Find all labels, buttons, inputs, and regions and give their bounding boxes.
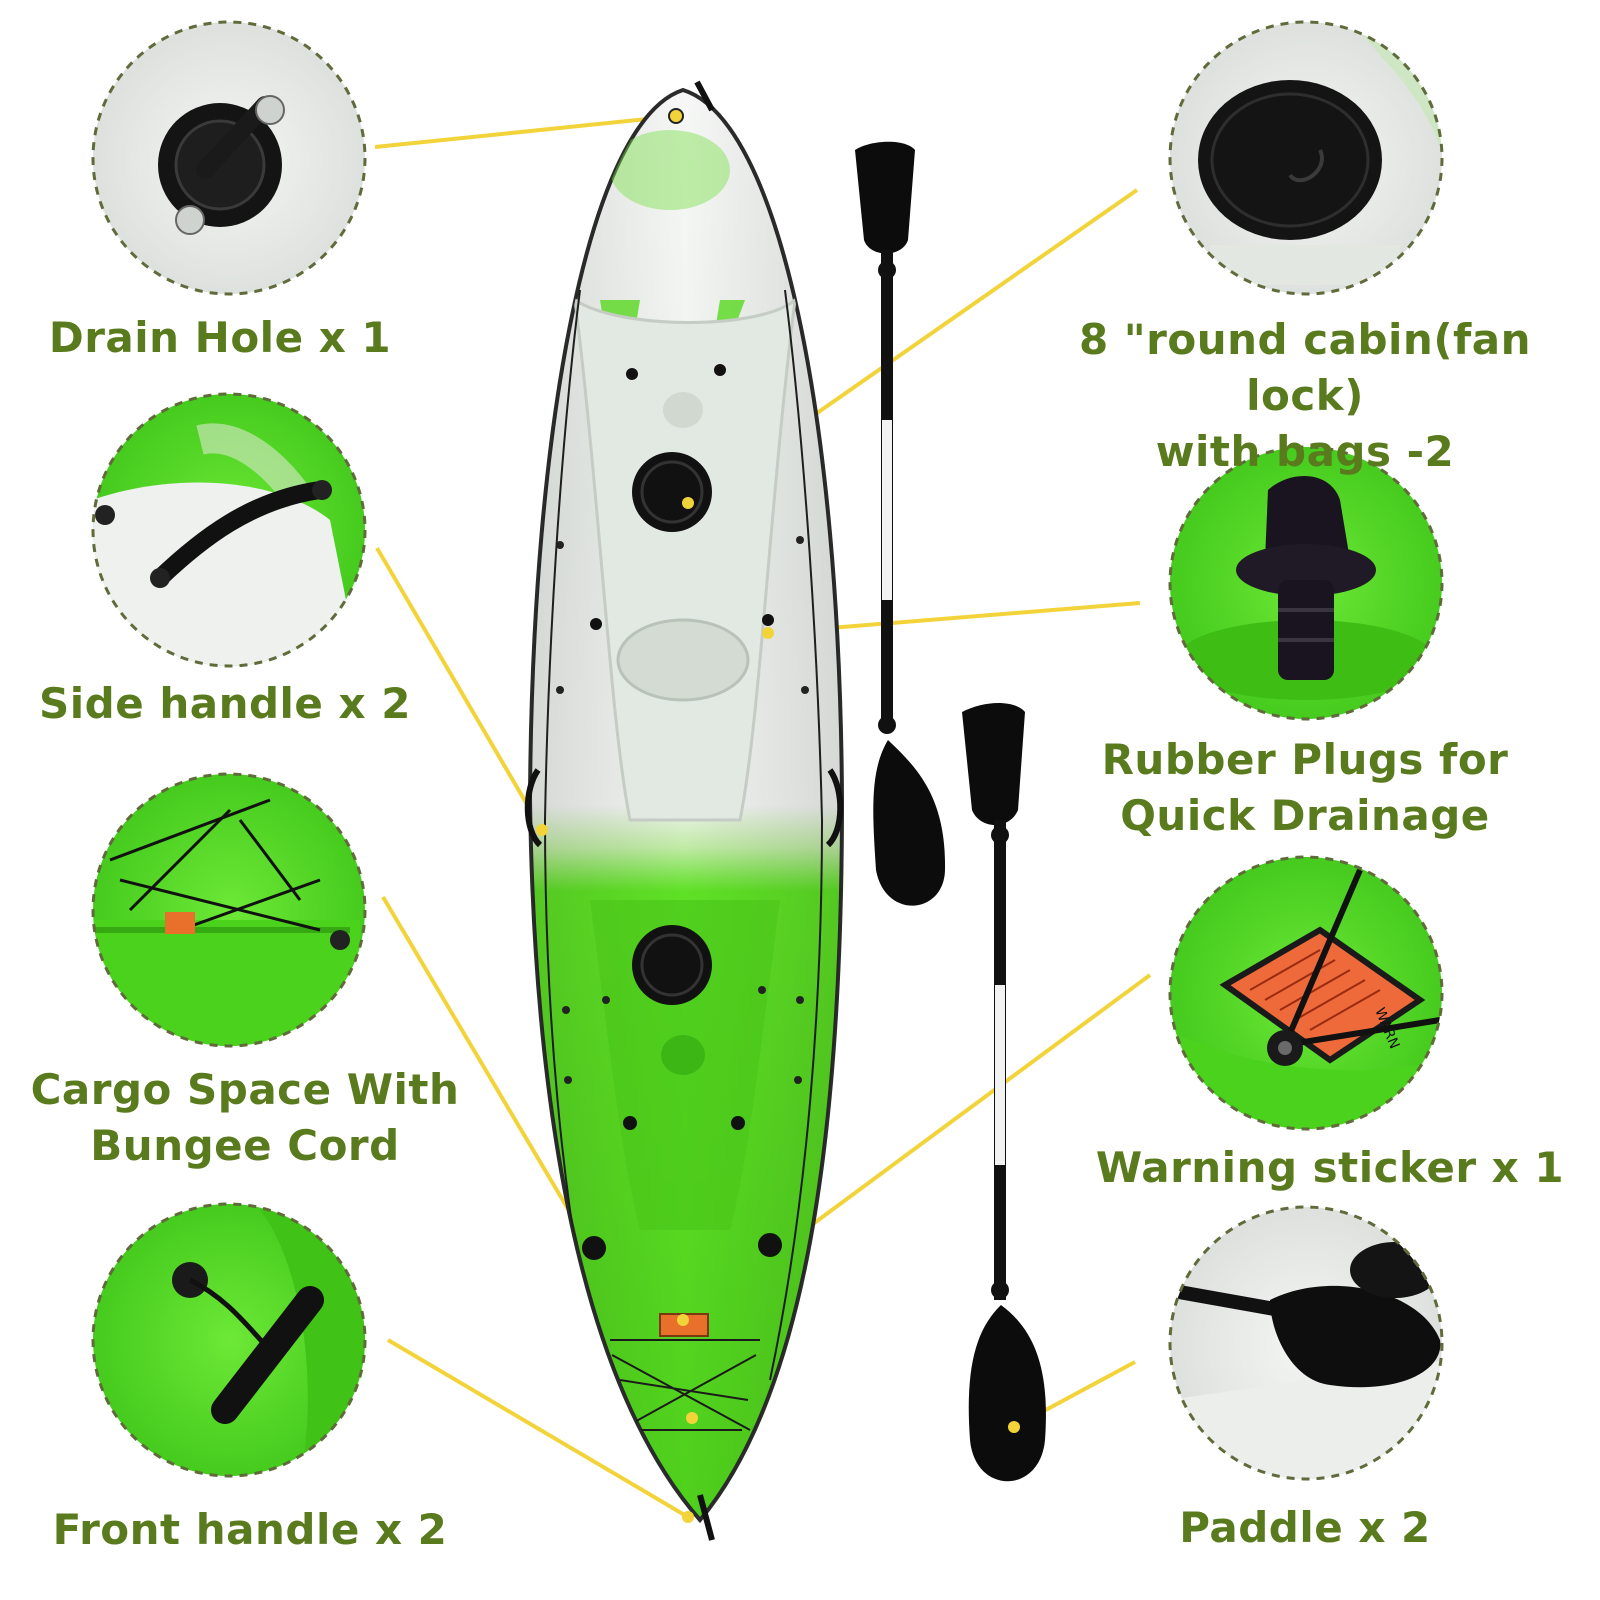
label-side-handle: Side handle x 2 xyxy=(25,676,425,732)
kayak xyxy=(524,80,845,1541)
front-handle-icon xyxy=(211,1286,324,1424)
callout-round-cabin-photo xyxy=(1168,20,1444,296)
label-cargo-space-line-1: Cargo Space With xyxy=(30,1065,460,1114)
paddle-one xyxy=(855,141,946,906)
label-paddle: Paddle x 2 xyxy=(1150,1500,1460,1556)
label-front-handle: Front handle x 2 xyxy=(30,1502,470,1558)
leader-front-handle xyxy=(386,1338,690,1519)
label-side-handle-line-1: Side handle x 2 xyxy=(39,679,411,728)
callout-paddle-photo xyxy=(1168,1205,1444,1481)
callout-front-handle-photo xyxy=(91,1202,367,1478)
label-round-cabin-line-1: 8 "round cabin(fan lock) xyxy=(1078,315,1532,420)
kayak-side-handle-right xyxy=(825,768,844,848)
paddle-two xyxy=(962,703,1046,1482)
label-rubber-plugs-line-1: Rubber Plugs for xyxy=(1101,735,1509,784)
label-drain-hole: Drain Hole x 1 xyxy=(20,310,420,366)
callout-rubber-plugs-photo xyxy=(1168,445,1444,721)
label-round-cabin-line-2: with bags -2 xyxy=(1155,427,1455,476)
kayak-bow-handle xyxy=(694,80,715,112)
side-handle-icon xyxy=(151,481,329,587)
label-rubber-plugs-line-2: Quick Drainage xyxy=(1120,791,1490,840)
callout-cargo-space-photo xyxy=(91,772,367,1048)
label-drain-hole-line-1: Drain Hole x 1 xyxy=(48,313,392,362)
label-warning-sticker-line-1: Warning sticker x 1 xyxy=(1095,1143,1565,1192)
callout-warning-sticker-photo: WARN xyxy=(1168,855,1444,1131)
leader-side-handle xyxy=(375,546,544,832)
bungee-cord-icon xyxy=(109,798,321,932)
label-warning-sticker: Warning sticker x 1 xyxy=(1080,1140,1580,1196)
label-cargo-space: Cargo Space With Bungee Cord xyxy=(15,1062,475,1174)
callout-side-handle-photo xyxy=(91,392,367,668)
leader-lines xyxy=(374,114,1152,1519)
leader-drain-hole xyxy=(374,114,677,149)
hatch-cover-icon xyxy=(1198,80,1382,240)
callout-drain-hole-photo xyxy=(91,20,367,296)
label-paddle-line-1: Paddle x 2 xyxy=(1179,1503,1431,1552)
label-cargo-space-line-2: Bungee Cord xyxy=(90,1121,400,1170)
front-hatch xyxy=(632,452,712,532)
kayak-stern-handle xyxy=(697,1494,715,1541)
label-round-cabin: 8 "round cabin(fan lock) with bags -2 xyxy=(1020,312,1590,480)
label-rubber-plugs: Rubber Plugs for Quick Drainage xyxy=(1100,732,1510,844)
rubber-plug-icon xyxy=(1236,476,1376,680)
leader-dots xyxy=(536,110,1020,1523)
kayak-side-handle-left xyxy=(524,768,543,848)
rear-hatch xyxy=(632,925,712,1005)
paddle-icon xyxy=(1270,1285,1441,1388)
label-front-handle-line-1: Front handle x 2 xyxy=(52,1505,448,1554)
